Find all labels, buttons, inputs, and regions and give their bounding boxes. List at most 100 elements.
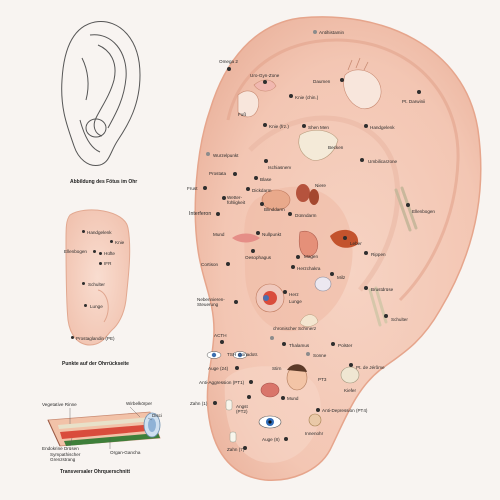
label-antidepr: Anti-Depression (PT4) xyxy=(322,408,368,413)
label-knie-chin: Knie (chin.) xyxy=(295,95,319,100)
point-antiaggr xyxy=(249,380,253,384)
point-acth xyxy=(220,340,224,344)
point-schulter-main xyxy=(384,314,388,318)
point-rippen xyxy=(364,251,368,255)
point-b-lunge xyxy=(84,304,87,307)
point-blase xyxy=(254,176,258,180)
label-zahn1: Zahn (1) xyxy=(190,401,208,406)
label-omega2: Omega 2 xyxy=(219,59,238,64)
label-urogyn: Uro-Gyn-Zone xyxy=(250,73,280,78)
point-b-handgelenk xyxy=(82,230,85,233)
label-wurzelpunkt: Wurzelpunkt xyxy=(213,153,239,158)
label-b-ifr: IFR xyxy=(104,261,112,266)
label-prostata: Prostata xyxy=(209,171,227,176)
point-darwinii xyxy=(417,90,421,94)
point-blinddarm xyxy=(260,202,264,206)
label-ischiasnerv: Ischiasnerv xyxy=(268,165,292,170)
label-brustdruese: Brustdrüse xyxy=(371,287,394,292)
point-daumen xyxy=(340,78,344,82)
point-jerome xyxy=(349,363,353,367)
label-thalamus: Thalamus xyxy=(289,343,310,348)
label-acth: ACTH xyxy=(214,333,227,338)
label-angst: Angst (PT2) xyxy=(236,404,248,414)
label-magen: Magen xyxy=(304,254,319,259)
section-leaders xyxy=(69,406,153,449)
point-zahn7 xyxy=(243,446,247,450)
label-schulter-main: Schulter xyxy=(391,317,408,322)
label-jerome: Pt. de Jérôme xyxy=(356,365,385,370)
point-chron-schmerz xyxy=(270,336,274,340)
label-lunge: Lunge xyxy=(289,299,302,304)
label-duenndarm: Dünndarm xyxy=(295,213,317,218)
point-antidepr xyxy=(316,408,320,412)
label-b-handgelenk: Handgelenk xyxy=(87,230,112,235)
label-interferon: Interferon xyxy=(189,211,212,217)
label-b-prostaglandin: Prostaglandin (PE) xyxy=(76,336,115,341)
point-auge8 xyxy=(284,437,288,441)
point-zahn1 xyxy=(213,401,217,405)
label-niere: Niere xyxy=(315,183,326,188)
organ-illustrations xyxy=(206,57,418,443)
label-nullpunkt: Nullpunkt xyxy=(262,232,282,237)
label-blinddarm: Blinddarm xyxy=(264,207,285,212)
point-antihistamin xyxy=(313,30,317,34)
label-auge24: Auge (24) xyxy=(208,366,229,371)
label-mund-top: Mund xyxy=(213,232,225,237)
point-knie-frz xyxy=(263,123,267,127)
label-s-sympath: Sympathischer Grenzstrang xyxy=(50,452,81,462)
label-cortison: Cortison xyxy=(201,262,219,267)
label-shenmen: Shen Men xyxy=(308,125,329,130)
label-antiaggr: Anti-Aggression (PT1) xyxy=(199,380,245,385)
point-angst xyxy=(247,395,251,399)
label-b-lunge: Lunge xyxy=(90,304,103,309)
label-b-schulter: Schulter xyxy=(88,282,105,287)
point-herz xyxy=(283,290,287,294)
point-frust xyxy=(203,186,207,190)
label-knie-frz: Knie (frz.) xyxy=(269,124,289,129)
point-mund-bot xyxy=(281,396,285,400)
point-sonne xyxy=(306,352,310,356)
label-kiefer: Kiefer xyxy=(344,388,357,393)
caption-back: Punkte auf der Ohrrückseite xyxy=(62,361,129,367)
label-b-knie: Knie xyxy=(115,240,125,245)
point-cortison xyxy=(226,262,230,266)
label-daumen: Daumen xyxy=(313,79,331,84)
point-thalamus xyxy=(282,342,286,346)
label-antihistamin: Antihistamin xyxy=(319,30,345,35)
fetus-ear-sketch xyxy=(61,21,141,167)
point-urogyn xyxy=(263,80,267,84)
point-b-schulter xyxy=(82,282,85,285)
label-tsh: TSH xyxy=(227,352,237,357)
label-zahn7: Zahn (7) xyxy=(227,447,245,452)
label-handgelenk: Handgelenk xyxy=(370,125,395,130)
caption-fetus: Abbildung des Fötus im Ohr xyxy=(70,179,138,185)
point-b-knie xyxy=(110,240,113,243)
label-s-rinne: Vegetative Rinne xyxy=(42,402,77,407)
point-duenndarm xyxy=(288,212,292,216)
point-b-prostaglandin xyxy=(71,336,74,339)
point-interferon xyxy=(216,212,220,216)
point-oesophagus xyxy=(251,249,255,253)
point-magen xyxy=(296,255,300,259)
label-chron-schmerz: chronischer Schmerz xyxy=(273,326,317,331)
label-wetter: Wetter- fühligkeit xyxy=(227,195,246,205)
point-umbilicarzone xyxy=(360,158,364,162)
point-ellenbogen xyxy=(406,203,410,207)
point-b-ifr xyxy=(99,262,102,265)
point-omega2 xyxy=(227,67,231,71)
caption-section: Transversaler Ohrquerschnitt xyxy=(60,469,131,475)
label-pt3: PT3 xyxy=(318,377,327,382)
point-auge24 xyxy=(235,366,239,370)
point-nullpunkt xyxy=(256,231,260,235)
label-innenohr: Innenohr xyxy=(305,431,324,436)
point-dickdarm xyxy=(246,187,250,191)
label-herz: Herz xyxy=(289,292,299,297)
point-nebennieren xyxy=(234,300,238,304)
label-leber: Leber xyxy=(350,241,362,246)
label-frust: Frust xyxy=(187,186,198,191)
point-ischiasnerv xyxy=(264,159,268,163)
point-prostata xyxy=(233,172,237,176)
label-s-endokrin: Endokrine Drüsen xyxy=(42,446,79,451)
label-darwinii: Pt. Darwinii xyxy=(402,99,426,104)
